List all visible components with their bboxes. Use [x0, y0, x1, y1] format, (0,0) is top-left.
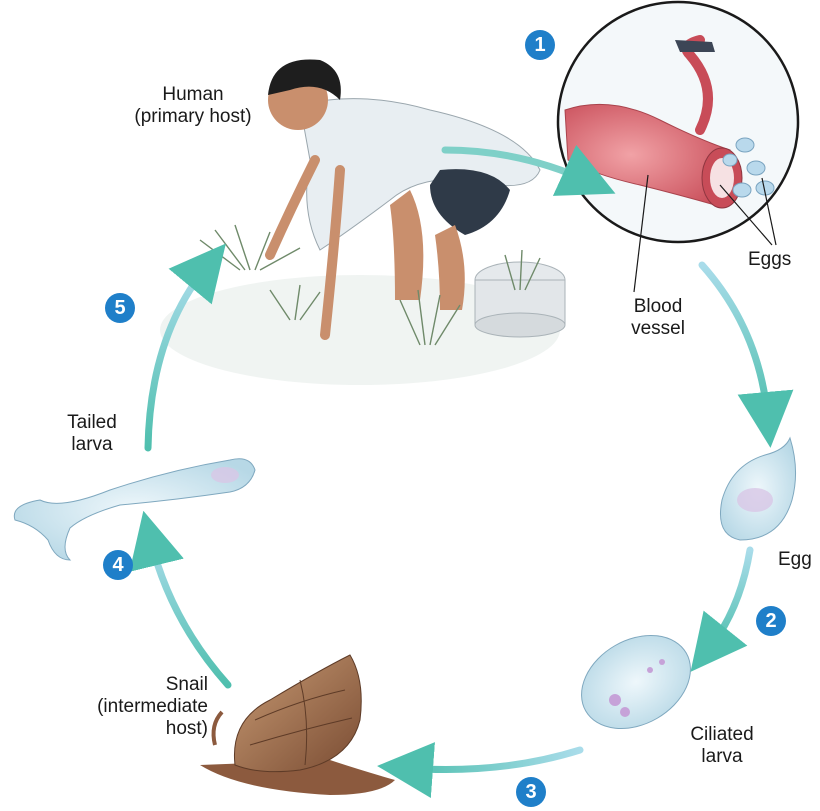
label-snail-line3: host) [58, 718, 208, 740]
label-human: Human (primary host) [118, 84, 268, 128]
step-badge-4: 4 [103, 550, 133, 580]
label-ciliated-larva: Ciliated larva [676, 724, 768, 768]
label-snail: Snail (intermediate host) [58, 674, 208, 740]
label-human-line2: (primary host) [118, 106, 268, 128]
label-human-line1: Human [118, 84, 268, 106]
label-tailed-line1: Tailed [52, 412, 132, 434]
label-ciliated-line1: Ciliated [676, 724, 768, 746]
label-egg: Egg [778, 549, 812, 571]
arrow-snail-to-tailed [150, 538, 228, 685]
label-tailed-line2: larva [52, 434, 132, 456]
label-snail-line1: Snail [58, 674, 208, 696]
arrow-egg-to-ciliated [708, 550, 750, 650]
step-badge-1: 1 [525, 30, 555, 60]
arrow-vessel-to-egg [702, 265, 768, 420]
arrow-ciliated-to-snail [405, 750, 580, 770]
step-badge-3: 3 [516, 777, 546, 807]
label-snail-line2: (intermediate [58, 696, 208, 718]
label-blood-vessel: Blood vessel [618, 296, 698, 340]
step-badge-5: 5 [105, 293, 135, 323]
tailed-larva-illustration [14, 459, 255, 560]
step-badge-2: 2 [756, 606, 786, 636]
label-eggs: Eggs [748, 249, 791, 271]
label-tailed-larva: Tailed larva [52, 412, 132, 456]
egg-illustration [720, 438, 795, 540]
label-ciliated-line2: larva [676, 746, 768, 768]
label-blood-vessel-line1: Blood [618, 296, 698, 318]
snail-illustration [200, 655, 395, 795]
label-blood-vessel-line2: vessel [618, 318, 698, 340]
